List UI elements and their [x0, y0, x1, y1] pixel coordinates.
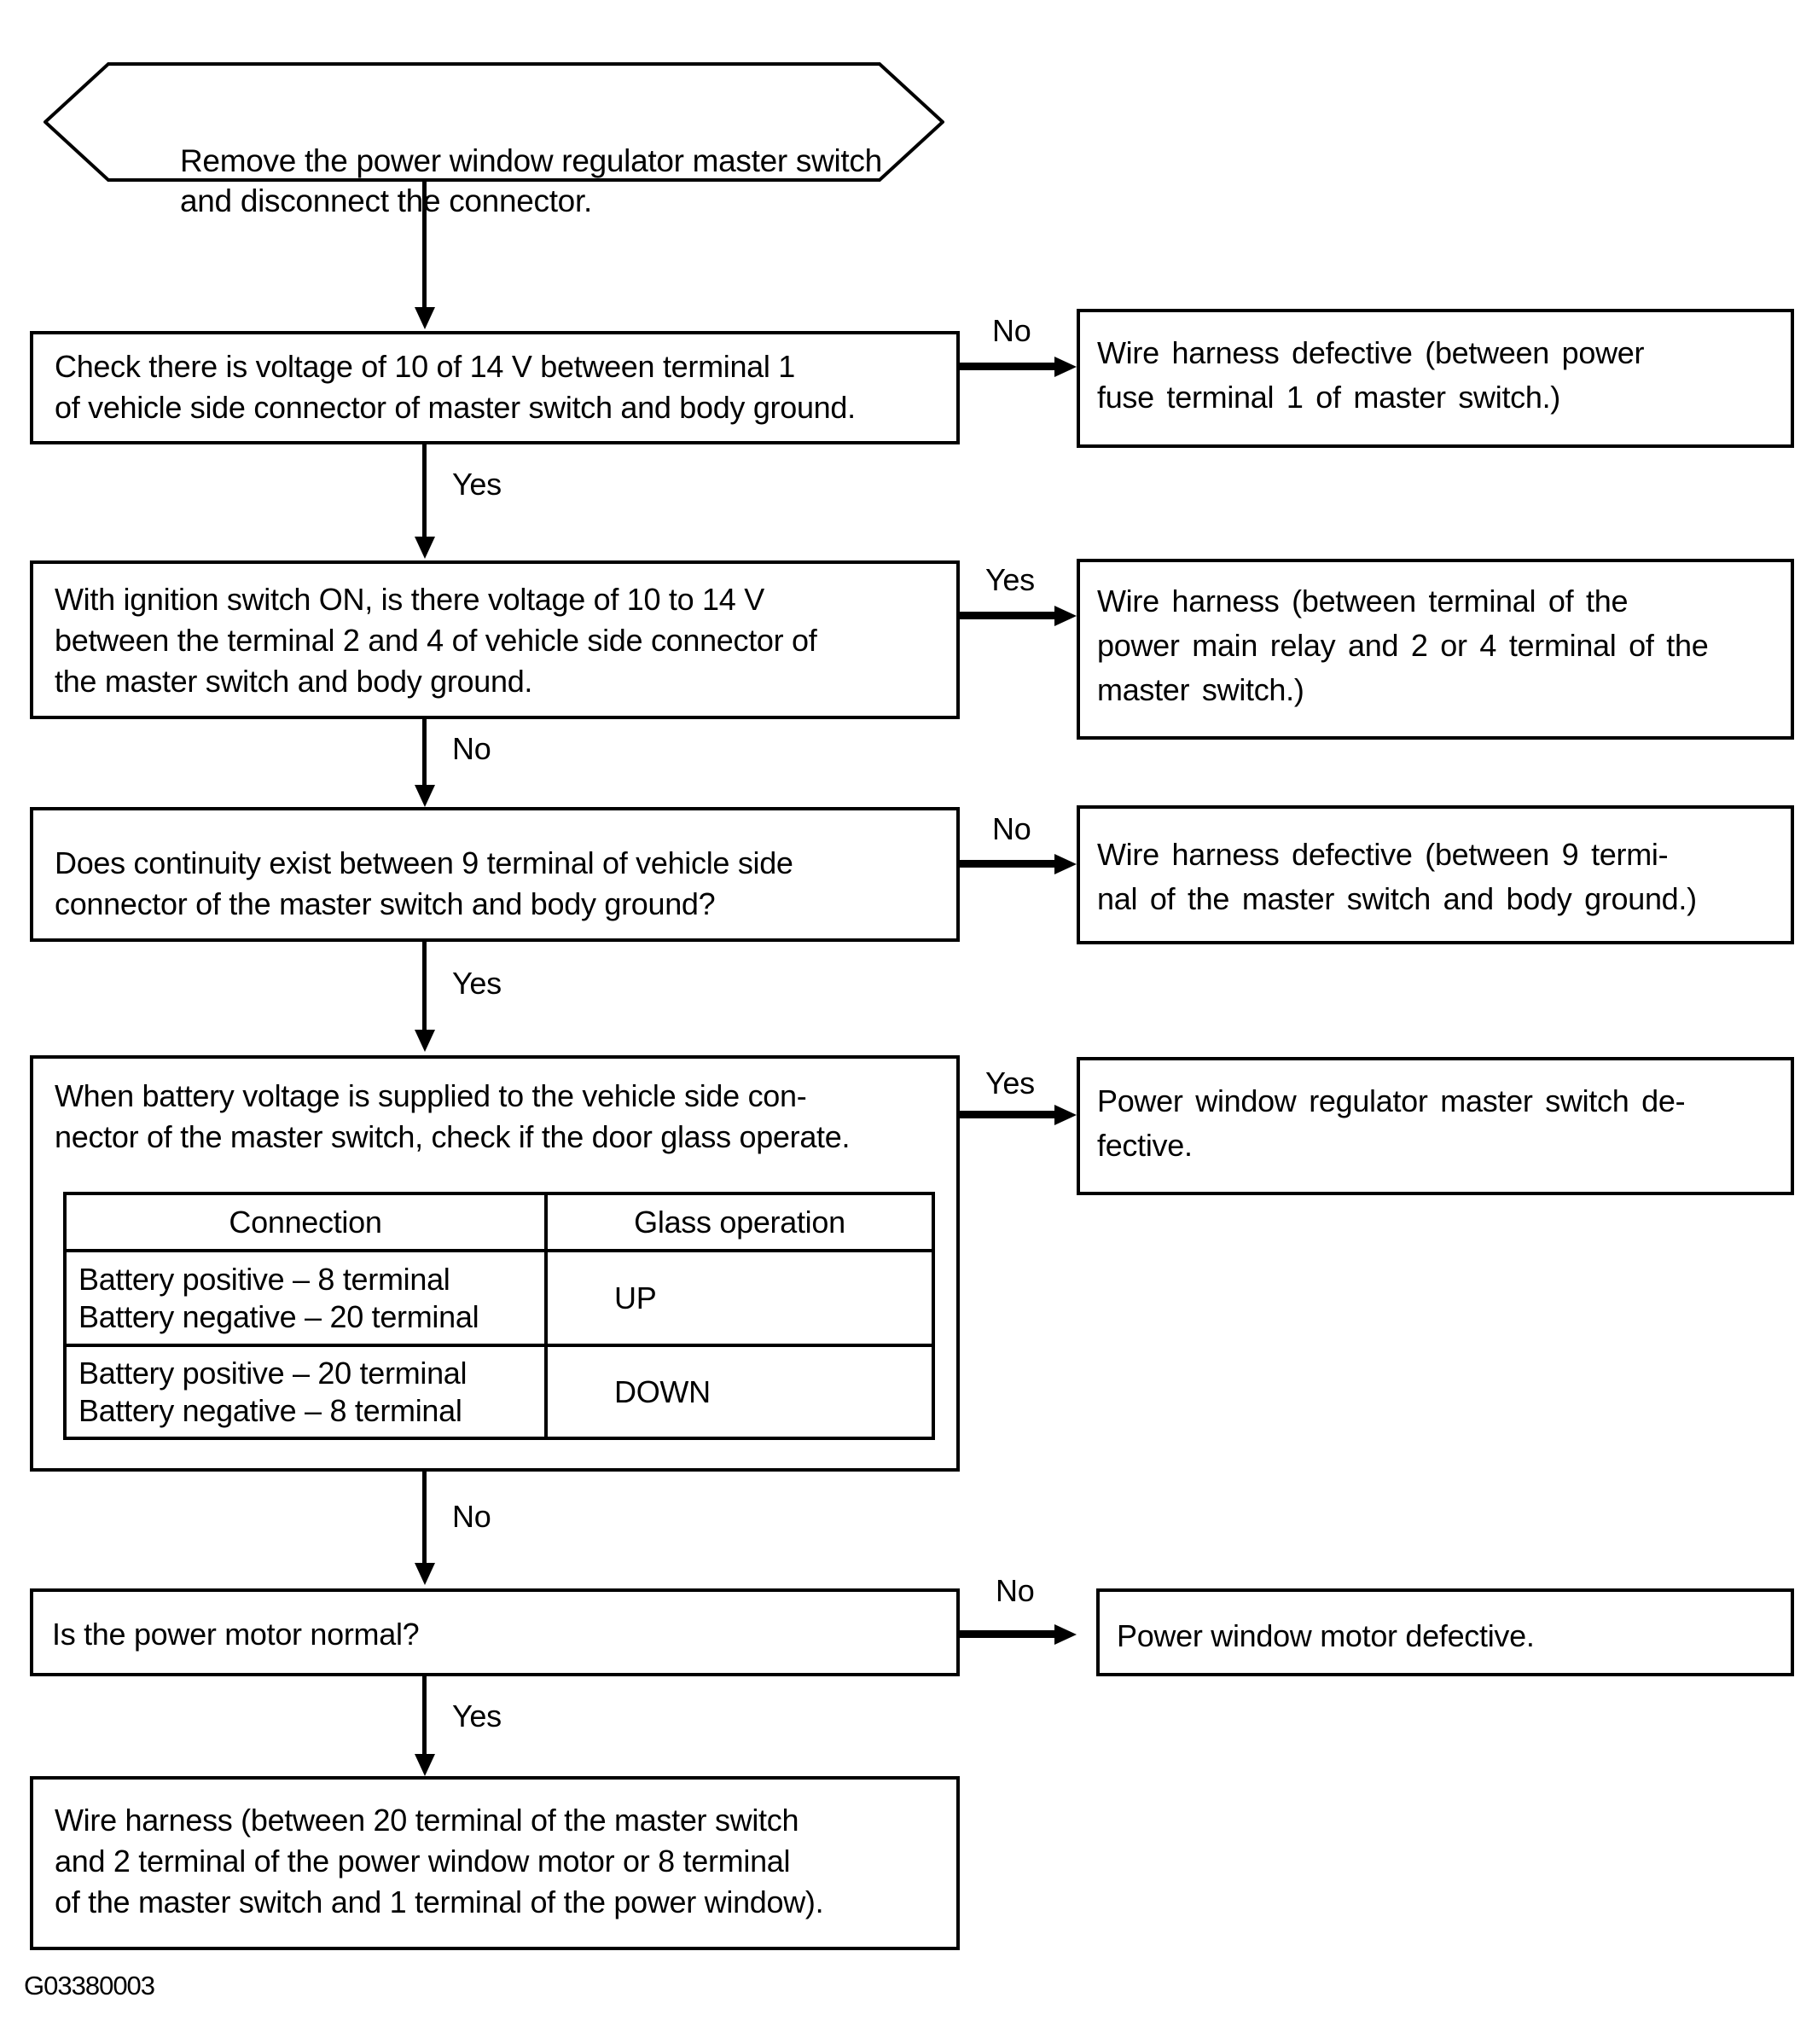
- result-text-3: Wire harness defective (between 9 termi-…: [1097, 837, 1697, 916]
- arrow-right-4-head: [1054, 1105, 1077, 1125]
- arrow-right-3-shaft: [960, 860, 1058, 868]
- arrow-right-5-head: [1054, 1624, 1077, 1645]
- result-box-4: Power window regulator master switch de-…: [1077, 1057, 1794, 1195]
- decision-box-3: Does continuity exist between 9 terminal…: [30, 807, 960, 942]
- arrow-down-4-head: [415, 1563, 435, 1585]
- arrow-right-2-shaft: [960, 612, 1058, 619]
- arrow-down-2-shaft: [422, 719, 427, 787]
- arrow-down-0-head: [415, 307, 435, 329]
- hexagon-shape: [43, 62, 945, 182]
- table-row1-glass-operation: UP: [544, 1252, 932, 1347]
- decision-text-2: With ignition switch ON, is there voltag…: [55, 582, 817, 699]
- final-text: Wire harness (between 20 terminal of the…: [55, 1803, 824, 1919]
- table-header-connection: Connection: [67, 1195, 544, 1252]
- arrow-down-5-shaft: [422, 1676, 427, 1756]
- arrow-right-1-shaft: [960, 363, 1058, 370]
- decision-text-1: Check there is voltage of 10 of 14 V bet…: [55, 349, 856, 425]
- decision-text-4: When battery voltage is supplied to the …: [55, 1078, 851, 1154]
- arrow-down-3-shaft: [422, 942, 427, 1031]
- side-branch-label-5: No: [996, 1573, 1035, 1608]
- start-text: Remove the power window regulator master…: [180, 143, 882, 218]
- result-text-4: Power window regulator master switch de-…: [1097, 1083, 1686, 1163]
- connection-table: Connection Glass operation Battery posit…: [63, 1192, 935, 1440]
- down-branch-label-1: Yes: [452, 467, 502, 502]
- decision-text-5: Is the power motor normal?: [52, 1617, 420, 1652]
- figure-code: G03380003: [24, 1971, 155, 2000]
- table-header-glass-operation: Glass operation: [544, 1195, 932, 1252]
- down-branch-label-3: Yes: [452, 966, 502, 1001]
- arrow-down-1-shaft: [422, 444, 427, 538]
- down-branch-label-5: Yes: [452, 1698, 502, 1733]
- arrow-right-1-head: [1054, 357, 1077, 377]
- arrow-down-1-head: [415, 537, 435, 559]
- side-branch-label-3: No: [992, 811, 1031, 846]
- arrow-right-2-head: [1054, 606, 1077, 626]
- result-text-5: Power window motor defective.: [1117, 1618, 1535, 1653]
- arrow-right-3-head: [1054, 854, 1077, 874]
- down-branch-label-2: No: [452, 731, 491, 766]
- arrow-right-4-shaft: [960, 1111, 1058, 1118]
- side-branch-label-4: Yes: [985, 1066, 1035, 1100]
- decision-box-5: Is the power motor normal?: [30, 1588, 960, 1676]
- decision-text-3: Does continuity exist between 9 terminal…: [55, 845, 793, 921]
- side-branch-label-2: Yes: [985, 562, 1035, 597]
- arrow-down-5-head: [415, 1754, 435, 1776]
- arrow-down-3-head: [415, 1030, 435, 1052]
- start-terminator: Remove the power window regulator master…: [43, 62, 945, 218]
- arrow-down-2-head: [415, 785, 435, 807]
- decision-box-2: With ignition switch ON, is there voltag…: [30, 560, 960, 719]
- final-box: Wire harness (between 20 terminal of the…: [30, 1776, 960, 1950]
- table-row2-glass-operation: DOWN: [544, 1347, 932, 1437]
- decision-box-1: Check there is voltage of 10 of 14 V bet…: [30, 331, 960, 444]
- result-box-3: Wire harness defective (between 9 termi-…: [1077, 805, 1794, 944]
- decision-box-4: When battery voltage is supplied to the …: [30, 1055, 960, 1472]
- arrow-down-4-shaft: [422, 1472, 427, 1565]
- down-branch-label-4: No: [452, 1499, 491, 1534]
- result-box-5: Power window motor defective.: [1096, 1588, 1794, 1676]
- arrow-down-0-shaft: [422, 181, 427, 309]
- side-branch-label-1: No: [992, 313, 1031, 348]
- arrow-right-5-shaft: [960, 1630, 1058, 1638]
